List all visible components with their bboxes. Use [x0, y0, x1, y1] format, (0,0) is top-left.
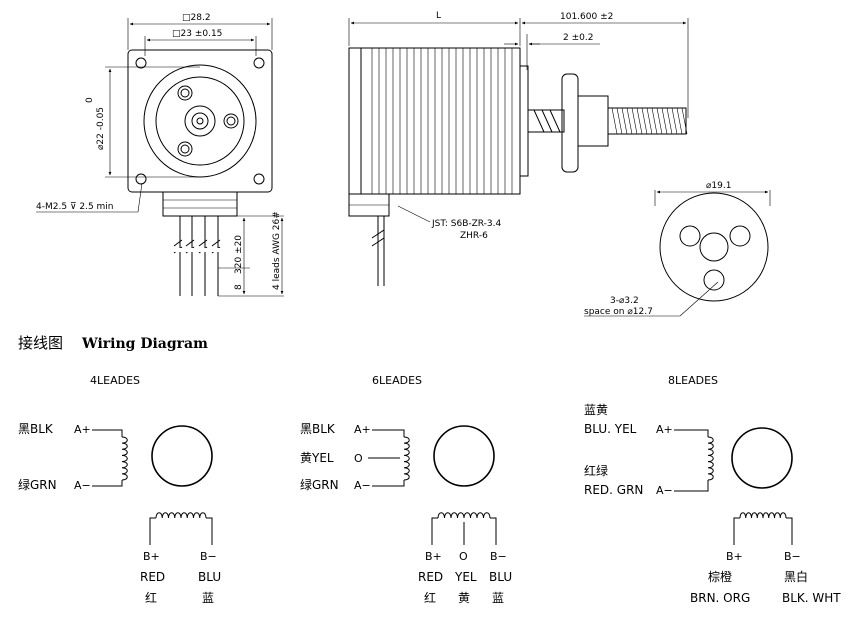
eight-b-plus: B+ [726, 550, 743, 563]
six-b-minus-en: BLU [489, 570, 512, 584]
six-b-mid-en: YEL [454, 570, 477, 584]
four-b-minus-en: BLU [198, 570, 221, 584]
lead-length-dim: 320 ±20 [234, 235, 244, 274]
four-a-plus: A+ [74, 423, 91, 436]
six-a-plus: A+ [354, 423, 371, 436]
four-b-plus: B+ [143, 550, 160, 563]
six-a-mid-color: 黄YEL [300, 451, 334, 465]
mount-holes-label: 4-M2.5 ⊽ 2.5 min [36, 202, 114, 212]
wiring-8-leads: 8LEADES 蓝黄 BLU. YEL A+ 红绿 RED. GRN A− B+… [584, 374, 841, 605]
nut-view: ⌀19.1 3-⌀3.2 space on ⌀12.7 [584, 181, 771, 317]
four-b-plus-cn: 红 [145, 590, 157, 605]
four-b-minus-cn: 蓝 [202, 591, 214, 605]
eight-a-plus-cn: 蓝黄 [584, 403, 608, 417]
eight-a-minus-color: RED. GRN [584, 483, 643, 497]
pilot-diameter: ⌀22 -0.05 [96, 107, 106, 150]
four-b-minus: B− [200, 550, 217, 563]
body-length-dim: L [436, 11, 441, 21]
front-view: □28.2 □23 ±0.15 0 ⌀22 -0.05 4-M2.5 ⊽ 2.5… [36, 13, 284, 297]
eight-a-minus: A− [656, 484, 673, 497]
six-b-mid: O [459, 550, 468, 563]
lead-spec: 4 leads AWG 26# [272, 211, 282, 290]
eight-b-plus-cn: 棕橙 [708, 569, 732, 584]
eight-a-plus: A+ [656, 423, 673, 436]
four-a-minus: A− [74, 479, 91, 492]
six-a-mid: O [354, 452, 363, 465]
six-leads-title: 6LEADES [372, 374, 422, 387]
eight-leads-title: 8LEADES [668, 374, 718, 387]
eight-b-plus-en: BRN. ORG [690, 591, 750, 605]
six-b-plus: B+ [425, 550, 442, 563]
nut-holes: 3-⌀3.2 [610, 296, 639, 306]
wiring-6-leads: 6LEADES 黑BLK A+ 黄YEL O 绿GRN A− B+ O B− R… [300, 374, 512, 605]
shaft-length-dim: 101.600 ±2 [560, 12, 613, 22]
four-b-plus-en: RED [140, 570, 165, 584]
square-outer-dim: □28.2 [182, 13, 211, 23]
six-b-plus-en: RED [418, 570, 443, 584]
eight-a-plus-color: BLU. YEL [584, 422, 637, 436]
six-a-minus: A− [354, 479, 371, 492]
side-view: L 101.600 ±2 2 ±0.2 JST: S6B-ZR-3.4 ZHR- [348, 11, 689, 286]
square-inner-dim: □23 ±0.15 [172, 29, 222, 39]
connector-spec: JST: S6B-ZR-3.4 [431, 219, 502, 229]
eight-a-minus-cn: 红绿 [584, 463, 608, 478]
four-a-plus-color: 黑BLK [18, 422, 54, 436]
wiring-title-cn: 接线图 [18, 334, 63, 352]
nut-pcd: space on ⌀12.7 [584, 307, 653, 317]
eight-b-minus-en: BLK. WHT [782, 591, 841, 605]
wiring-title-en: Wiring Diagram [81, 336, 208, 352]
four-leads-title: 4LEADES [90, 374, 140, 387]
strip-length: 8 [234, 284, 244, 290]
six-b-plus-cn: 红 [424, 590, 436, 605]
boss-length-dim: 2 ±0.2 [563, 33, 593, 43]
wiring-4-leads: 4LEADES 黑BLK A+ 绿GRN A− B+ B− RED BLU 红 … [18, 374, 221, 605]
flange-diameter: ⌀19.1 [706, 181, 731, 191]
pilot-tolerance: 0 [85, 97, 95, 103]
six-b-minus-cn: 蓝 [492, 591, 504, 605]
six-b-minus: B− [490, 550, 507, 563]
four-a-minus-color: 绿GRN [18, 477, 57, 492]
eight-b-minus-cn: 黑白 [784, 569, 808, 584]
eight-b-minus: B− [784, 550, 801, 563]
six-a-minus-color: 绿GRN [300, 477, 339, 492]
connector-spec-2: ZHR-6 [460, 231, 488, 241]
six-b-mid-cn: 黄 [458, 591, 470, 605]
six-a-plus-color: 黑BLK [300, 422, 336, 436]
